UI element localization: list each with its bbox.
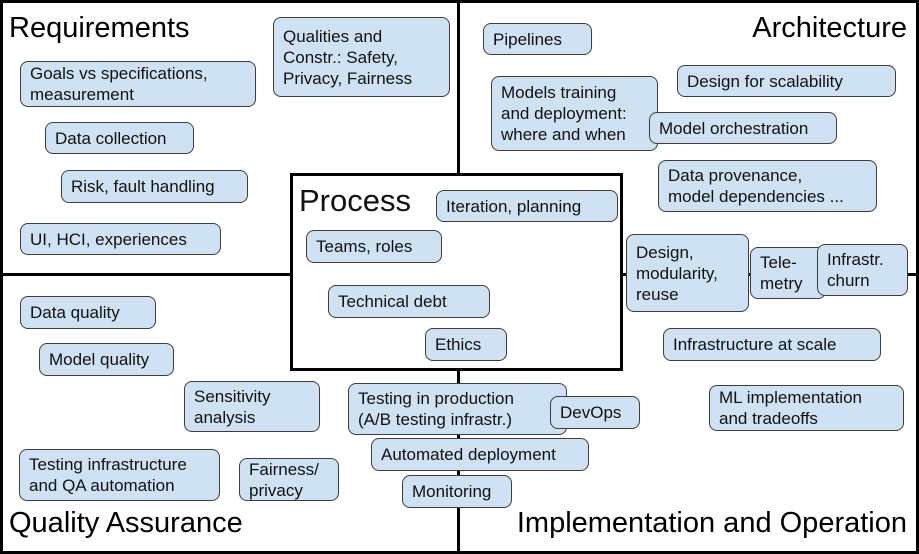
testing-infrastructure-tag: Testing infrastructure and QA automation [19, 449, 220, 501]
telemetry-tag: Tele- metry [750, 247, 826, 299]
models-training-deployment-tag: Models training and deployment: where an… [491, 76, 658, 151]
requirements-title: Requirements [9, 12, 190, 44]
outer-border-left [0, 0, 3, 554]
data-collection-tag: Data collection [45, 122, 194, 154]
technical-debt-tag: Technical debt [328, 285, 490, 318]
sensitivity-analysis-tag: Sensitivity analysis [184, 381, 320, 432]
ml-implementation-tag: ML implementation and tradeoffs [709, 385, 904, 431]
teams-roles-tag: Teams, roles [306, 230, 442, 263]
infrastructure-scale-tag: Infrastructure at scale [663, 328, 881, 361]
goals-specifications-tag: Goals vs specifications, measurement [20, 61, 256, 107]
data-quality-tag: Data quality [20, 296, 156, 329]
quality-assurance-title: Quality Assurance [9, 507, 243, 539]
design-modularity-tag: Design, modularity, reuse [626, 234, 749, 312]
model-quality-tag: Model quality [39, 343, 174, 376]
process-title: Process [299, 183, 411, 218]
ethics-tag: Ethics [425, 328, 507, 361]
pipelines-tag: Pipelines [483, 23, 592, 55]
testing-production-tag: Testing in production (A/B testing infra… [348, 383, 567, 435]
fairness-privacy-tag: Fairness/ privacy [239, 458, 339, 501]
ui-hci-tag: UI, HCI, experiences [20, 223, 221, 255]
outer-border-right [916, 0, 919, 554]
automated-deployment-tag: Automated deployment [371, 438, 589, 471]
risk-fault-handling-tag: Risk, fault handling [61, 170, 248, 203]
architecture-title: Architecture [752, 12, 907, 44]
implementation-operation-title: Implementation and Operation [516, 507, 907, 539]
monitoring-tag: Monitoring [402, 475, 512, 508]
devops-tag: DevOps [550, 396, 640, 429]
data-provenance-tag: Data provenance, model dependencies ... [658, 160, 877, 212]
design-scalability-tag: Design for scalability [677, 65, 896, 97]
infrastructure-churn-tag: Infrastr. churn [817, 244, 908, 296]
qualities-constraints-tag: Qualities and Constr.: Safety, Privacy, … [273, 17, 450, 97]
model-orchestration-tag: Model orchestration [649, 112, 837, 144]
iteration-planning-tag: Iteration, planning [436, 190, 618, 222]
